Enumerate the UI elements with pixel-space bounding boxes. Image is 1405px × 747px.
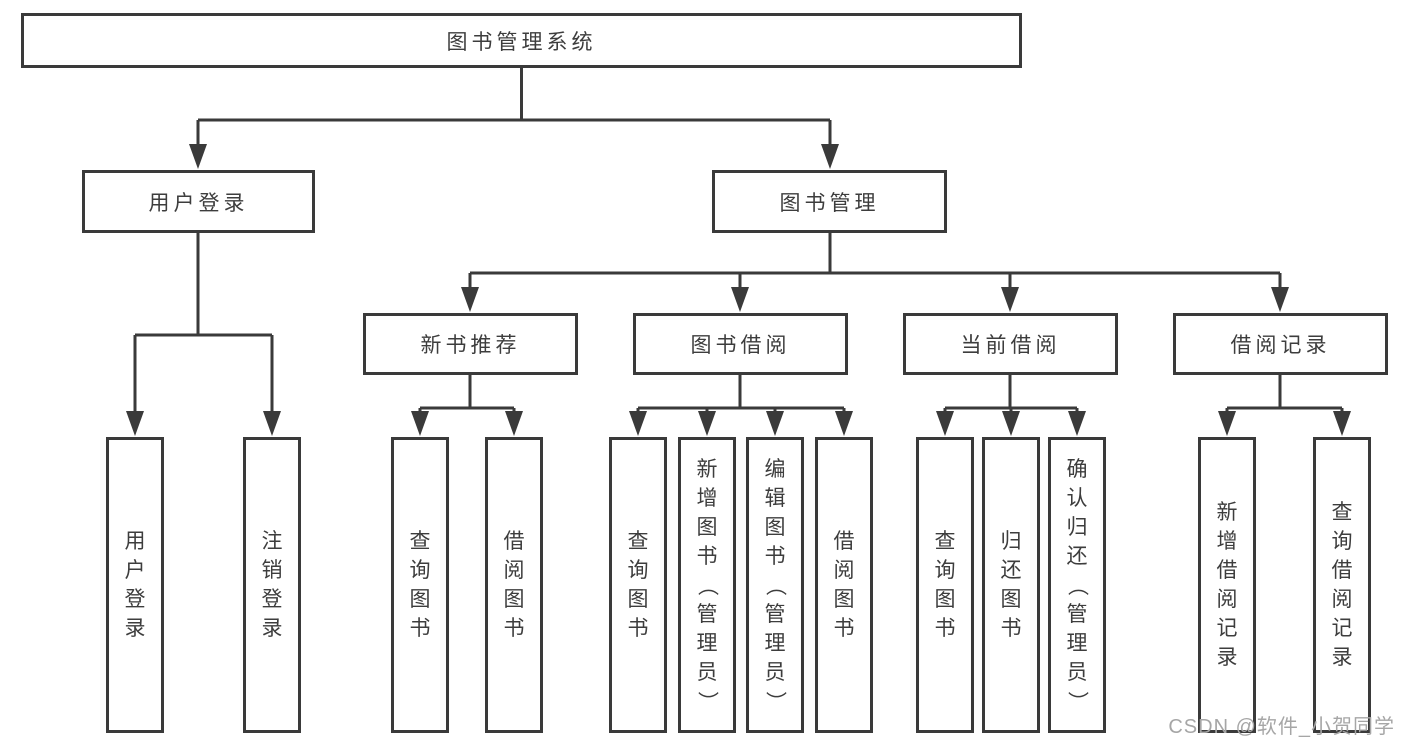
- node-label: 借阅图书: [833, 530, 855, 640]
- node-label: 注销登录: [261, 530, 283, 640]
- node-records-query-record: 查询借阅记录: [1313, 437, 1371, 733]
- node-current-return-books: 归还图书: [982, 437, 1040, 733]
- connector-book-borrow-to-leaves: [629, 375, 853, 436]
- node-newbook-borrow-books: 借阅图书: [485, 437, 543, 733]
- node-user-login: 用户登录: [82, 170, 315, 233]
- connector-borrow-records-to-leaves: [1218, 375, 1351, 436]
- node-borrow-add-books-admin: 新增图书（管理员）: [678, 437, 736, 733]
- node-current-query-books: 查询图书: [916, 437, 974, 733]
- node-library-management-system: 图书管理系统: [21, 13, 1022, 68]
- node-book-management: 图书管理: [712, 170, 947, 233]
- node-label: 用户登录: [124, 530, 146, 640]
- node-label: 借阅图书: [503, 530, 525, 640]
- node-label: 编辑图书（管理员）: [763, 457, 787, 712]
- connector-user-login-to-leaves: [126, 233, 281, 436]
- node-label: 查询图书: [934, 530, 956, 640]
- node-label: 图书管理: [779, 191, 880, 215]
- node-records-add-record: 新增借阅记录: [1198, 437, 1256, 733]
- node-label: 查询图书: [627, 530, 649, 640]
- node-user-login-leaf: 用户登录: [106, 437, 164, 733]
- node-label: 归还图书: [1000, 530, 1022, 640]
- node-label: 新书推荐: [420, 334, 521, 357]
- node-borrow-edit-books-admin: 编辑图书（管理员）: [746, 437, 804, 733]
- node-label: 新增图书（管理员）: [695, 457, 719, 712]
- node-newbook-query-books: 查询图书: [391, 437, 449, 733]
- node-label: 借阅记录: [1230, 334, 1331, 357]
- node-logout-leaf: 注销登录: [243, 437, 301, 733]
- node-label: 查询借阅记录: [1331, 501, 1353, 669]
- connector-book-management-to-level3: [461, 233, 1289, 312]
- connector-root-to-level2: [189, 68, 839, 169]
- node-label: 用户登录: [148, 191, 249, 215]
- csdn-watermark: CSDN @软件_小贺同学: [1168, 716, 1395, 738]
- node-label: 当前借阅: [960, 334, 1061, 357]
- connector-new-book-recommend-to-leaves: [411, 375, 523, 436]
- node-label: 新增借阅记录: [1216, 501, 1238, 669]
- node-current-borrow: 当前借阅: [903, 313, 1118, 375]
- node-label: 图书借阅: [690, 334, 791, 357]
- node-current-confirm-return-admin: 确认归还（管理员）: [1048, 437, 1106, 733]
- node-label: 图书管理系统: [446, 30, 597, 54]
- node-label: 确认归还（管理员）: [1065, 457, 1089, 712]
- node-borrow-query-books: 查询图书: [609, 437, 667, 733]
- node-borrow-borrow-books: 借阅图书: [815, 437, 873, 733]
- node-label: 查询图书: [409, 530, 431, 640]
- node-new-book-recommend: 新书推荐: [363, 313, 578, 375]
- node-book-borrow: 图书借阅: [633, 313, 848, 375]
- node-borrow-records: 借阅记录: [1173, 313, 1388, 375]
- connector-current-borrow-to-leaves: [936, 375, 1086, 436]
